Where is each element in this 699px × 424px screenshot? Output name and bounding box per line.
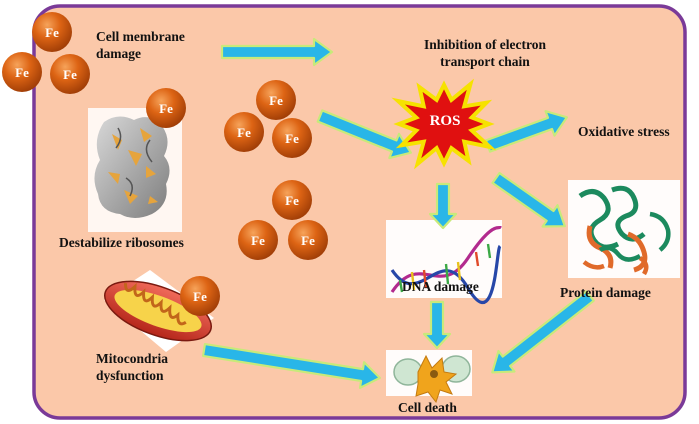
fe-ion-6 — [224, 112, 264, 152]
mitochondria-image — [103, 270, 214, 352]
label-ros: ROS — [429, 113, 461, 129]
fe-ion-1 — [32, 12, 72, 52]
fe-ion-3 — [50, 54, 90, 94]
fe-ion-7 — [272, 118, 312, 158]
label-mitochondria-dysfunction: Mitocondria dysfunction — [96, 351, 168, 383]
fe-ion-label: Fe — [285, 131, 299, 146]
ros-star-shape — [391, 78, 497, 170]
arrow-mito-to-death — [201, 342, 381, 389]
fe-ion-5 — [256, 80, 296, 120]
fe-ion-8 — [272, 180, 312, 220]
arrow-fe-to-ros — [316, 109, 412, 160]
fe-ion-label: Fe — [285, 193, 299, 208]
arrow-ros-to-oxidative — [484, 110, 569, 153]
dna-image — [386, 220, 502, 305]
arrow-ros-to-protein — [491, 171, 566, 228]
cell-death-image — [386, 350, 472, 404]
label-oxidative-stress: Oxidative stress — [578, 124, 670, 139]
label-cell-membrane-damage: Cell membrane damage — [96, 29, 185, 61]
fe-ion-label: Fe — [63, 67, 77, 82]
fe-ion-label: Fe — [159, 101, 173, 116]
fe-ion-9 — [238, 220, 278, 260]
fe-ion-label: Fe — [15, 65, 29, 80]
fe-ion-label: Fe — [237, 125, 251, 140]
arrow-membrane-to-inhibition — [220, 37, 334, 67]
fe-ion-label: Fe — [45, 25, 59, 40]
label-cell-death: Cell death — [398, 400, 457, 415]
arrow-ros-to-dna — [428, 182, 458, 230]
fe-ion-label: Fe — [301, 233, 315, 248]
fe-ion-11 — [180, 276, 220, 316]
fe-ion-label: Fe — [269, 93, 283, 108]
fe-ion-label: Fe — [251, 233, 265, 248]
ribosome-image — [88, 108, 182, 232]
label-inhibition-electron-transport: Inhibition of electron transport chain — [423, 37, 546, 69]
ros-burst — [391, 78, 497, 170]
protein-image — [568, 180, 680, 278]
fe-ion-2 — [2, 52, 42, 92]
arrow-protein-to-death — [491, 290, 595, 374]
fe-ion-4 — [146, 88, 186, 128]
label-dna-damage: DNA damage — [402, 279, 479, 294]
arrows — [201, 37, 595, 389]
arrow-dna-to-death — [422, 300, 452, 350]
label-destabilize-ribosomes: Destabilize ribosomes — [59, 235, 184, 250]
fe-ion-label: Fe — [193, 289, 207, 304]
label-protein-damage: Protein damage — [560, 285, 651, 300]
fe-ion-10 — [288, 220, 328, 260]
